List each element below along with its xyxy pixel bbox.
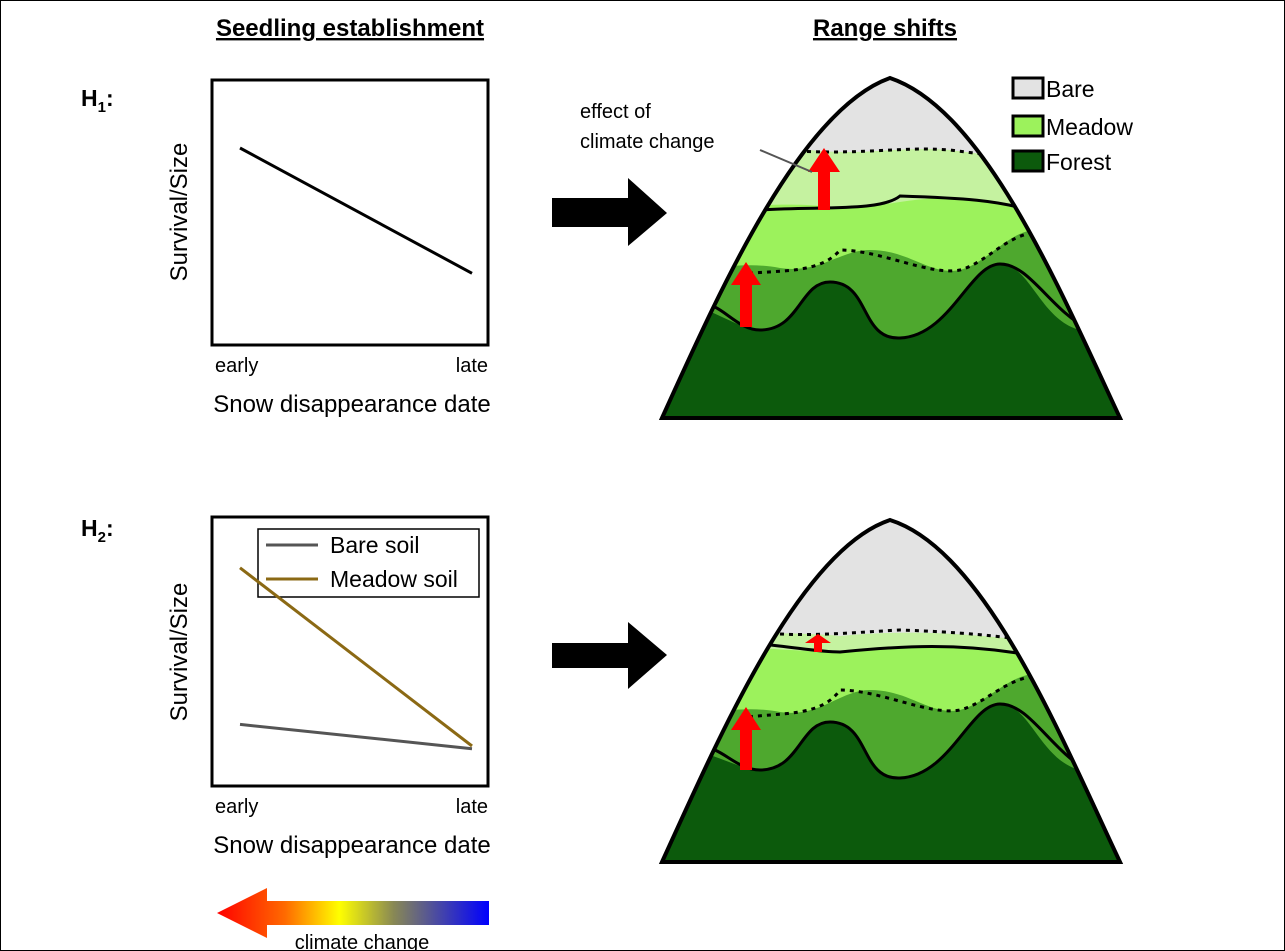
chart-h2-legend-bare-soil: Bare soil <box>330 532 419 558</box>
chart-h1-tick-late: late <box>456 355 488 377</box>
mountain-h1-current-meadow-line <box>759 194 1036 214</box>
annotation-pointer-line <box>759 149 813 173</box>
header-range-shifts: Range shifts <box>813 15 957 42</box>
annotation-effect-of: effect of <box>580 101 651 123</box>
chart-h2-tick-early: early <box>215 796 258 818</box>
chart-h2-legend-meadow-soil: Meadow soil <box>330 566 458 592</box>
mountain-h1-outline <box>658 75 1124 420</box>
mountain-h1-shift-arrow-upper <box>808 148 840 210</box>
chart-h2-series-meadow-soil-line <box>239 566 473 748</box>
chart-h1-series-1-line <box>239 146 473 275</box>
zone-legend: Bare Meadow Forest <box>1011 76 1133 175</box>
chart-h1-xlabel: Snow disappearance date <box>213 391 491 418</box>
chart-h2-ylabel: Survival/Size <box>166 583 193 722</box>
chart-h1-ylabel: Survival/Size <box>166 143 193 282</box>
chart-h1-series-group <box>239 146 473 275</box>
chart-h2-legend-box <box>257 528 480 598</box>
legend-label-bare: Bare <box>1046 76 1095 102</box>
chart-h2-plot-frame <box>210 515 490 788</box>
legend-swatch-meadow <box>1011 114 1045 138</box>
mountain-h1-shift-arrow-lower <box>731 262 761 327</box>
annotation-climate-change: climate change <box>580 131 715 153</box>
legend-label-meadow: Meadow <box>1046 114 1133 140</box>
chart-h2-xlabel: Snow disappearance date <box>213 832 491 859</box>
legend-swatch-bare <box>1011 76 1045 100</box>
chart-h2-tick-late: late <box>456 796 488 818</box>
chart-h1: early late Snow disappearance date Survi… <box>166 78 491 418</box>
mountain-h2-current-forest-line <box>699 702 1091 780</box>
mountain-h2-outline <box>658 517 1124 864</box>
climate-gradient-arrow-shape <box>217 888 489 938</box>
mountain-h2-shift-arrow-lower <box>731 707 761 770</box>
climate-change-label: climate change <box>295 932 430 951</box>
chart-h2-series-group <box>239 566 473 751</box>
climate-change-arrow: climate change <box>217 888 489 951</box>
chart-h1-plot-frame <box>210 78 490 347</box>
mountain-h1-future-treeline-bare <box>779 147 1041 162</box>
legend-swatch-forest <box>1011 149 1045 173</box>
legend-label-forest: Forest <box>1046 149 1112 175</box>
chart-h2: Bare soil Meadow soil early late Snow di… <box>166 515 491 859</box>
hypothesis-label-h1: H1: <box>81 85 114 116</box>
mountain-h2-shift-arrow-upper <box>805 634 831 652</box>
big-arrow-h2 <box>552 622 667 689</box>
chart-h2-series-bare-soil-line <box>239 722 473 751</box>
mountain-h2-forest-zone <box>662 704 1120 862</box>
mountain-h2 <box>658 517 1124 864</box>
mountain-h1-future-forest-line <box>739 230 1051 276</box>
mountain-h1-forest-zone <box>662 264 1120 418</box>
mountain-h1-current-forest-line <box>699 262 1091 340</box>
mountain-h2-current-meadow-line <box>769 643 1036 658</box>
chart-h1-tick-early: early <box>215 355 258 377</box>
mountain-h2-future-forest-line <box>739 674 1051 720</box>
hypothesis-label-h2: H2: <box>81 515 114 546</box>
header-seedling-establishment: Seedling establishment <box>216 15 484 42</box>
big-arrow-h1 <box>552 178 667 246</box>
